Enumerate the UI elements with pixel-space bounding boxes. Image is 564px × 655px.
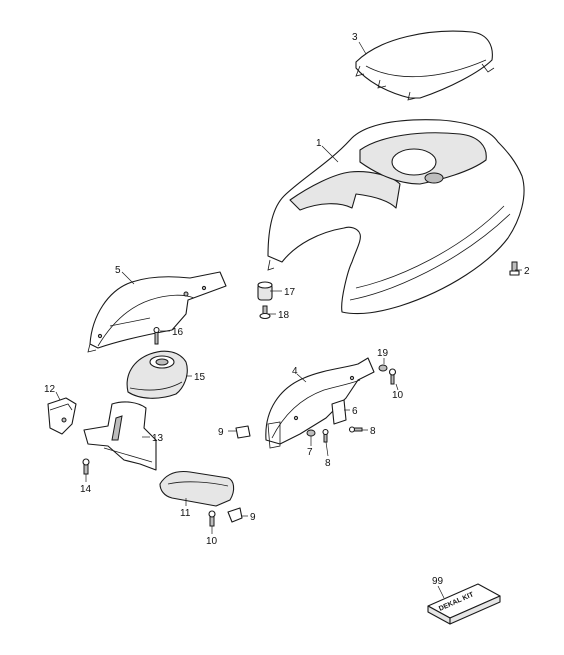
callout-7: 7 [307,447,313,458]
callout-5: 5 [115,265,121,276]
callout-99: 99 [432,576,444,587]
part-9-clip-left [235,425,251,439]
part-10-screw-upper [388,368,397,385]
callout-6: 6 [352,406,358,417]
part-17-bumper [257,281,273,301]
part-16-screw [153,326,160,345]
part-7-washer [306,429,316,437]
part-99-decal-kit: DEKAL KIT [427,583,501,625]
callout-10-lower: 10 [206,536,218,547]
part-6-bracket [331,399,347,425]
part-18-screw [259,305,271,320]
part-1-hood [267,119,525,315]
callout-3: 3 [352,32,358,43]
part-10-screw-lower [208,510,216,527]
callout-13: 13 [152,433,164,444]
leader-lines [55,41,522,599]
callout-12: 12 [44,384,56,395]
part-15-fuel-tank [126,350,188,399]
part-9-clip-lower [227,507,243,523]
part-14-screw [82,458,90,475]
part-19-washer [378,364,388,372]
part-3-cover [355,30,495,101]
callout-15: 15 [194,372,206,383]
callout-9-left: 9 [218,427,224,438]
part-12-bracket [47,397,77,435]
callout-4: 4 [292,366,298,377]
callout-16: 16 [172,327,184,338]
callout-8-right: 8 [370,426,376,437]
callout-18: 18 [278,310,290,321]
callout-10-upper: 10 [392,390,404,401]
callout-1: 1 [316,138,322,149]
part-5-left-fender [87,271,227,353]
callout-8-lower: 8 [325,458,331,469]
callout-11: 11 [180,508,191,519]
part-8-screw-lower [322,428,329,443]
callout-14: 14 [80,484,92,495]
part-8-screw-right [348,426,363,433]
part-4-right-fender [265,357,375,449]
callout-2: 2 [524,266,530,277]
callout-9-lower: 9 [250,512,256,523]
callout-17: 17 [284,287,296,298]
callout-19: 19 [377,348,389,359]
callout-numbers: 3 1 2 5 16 15 12 13 14 11 10 9 17 18 4 1… [44,32,530,587]
part-11-step-plate [159,470,235,507]
part-13-front-shield [83,401,157,471]
part-2-screw [509,261,520,276]
